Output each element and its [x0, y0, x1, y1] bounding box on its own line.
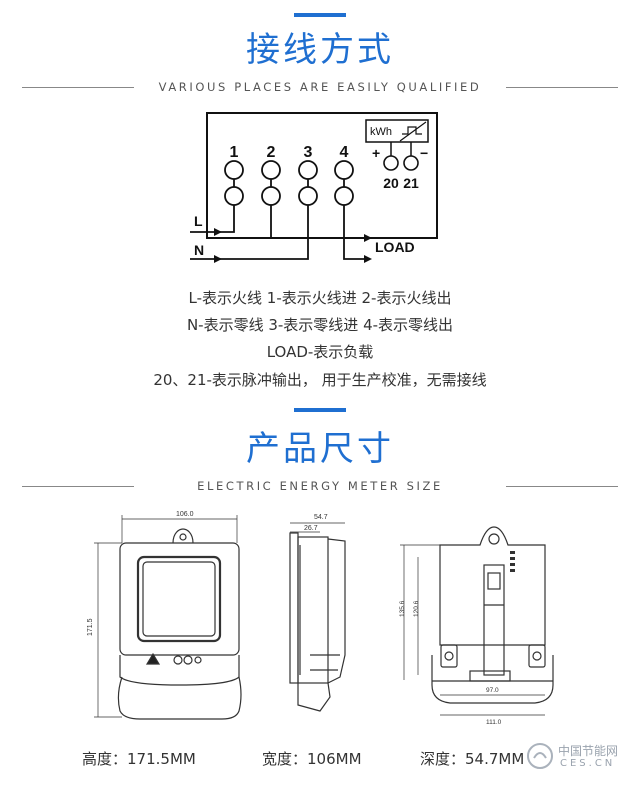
back-bottom-label: 97.0 — [486, 687, 499, 694]
section-subtitle-wiring: VARIOUS PLACES ARE EASILY QUALIFIED — [158, 80, 482, 94]
load-line-upper — [270, 205, 364, 239]
terminal-21-label: 21 — [403, 175, 419, 191]
kwh-box — [365, 119, 429, 143]
front-width-label: 106.0 — [176, 511, 194, 518]
back-view — [400, 526, 554, 716]
label-L: L — [194, 213, 203, 229]
wiring-diagram: 1 2 3 4 kWh + − 20 21 — [190, 112, 438, 263]
line-L — [190, 205, 235, 233]
desc-line-1: L-表示火线 1-表示火线进 2-表示火线出 — [188, 289, 452, 307]
side-depth-label: 54.7 — [314, 514, 328, 521]
back-width-label: 111.0 — [486, 719, 502, 726]
divider-left-2 — [22, 486, 134, 487]
terminal-3-label: 3 — [304, 144, 313, 161]
desc-line-2: N-表示零线 3-表示零线进 4-表示零线出 — [186, 316, 454, 334]
terminal-4-bottom — [334, 186, 354, 206]
top-accent-bar — [294, 13, 346, 17]
terminal-3-bottom — [298, 186, 318, 206]
section-subtitle-size: ELECTRIC ENERGY METER SIZE — [197, 479, 443, 493]
front-height-label: 171.5 — [87, 618, 94, 636]
minus-sign: − — [420, 145, 428, 161]
desc-line-4: 20、21-表示脉冲输出， 用于生产校准，无需接线 — [153, 371, 487, 389]
label-LOAD: LOAD — [375, 239, 415, 255]
divider-right — [506, 87, 618, 88]
terminal-2-bottom — [261, 186, 281, 206]
section-title-size: 产品尺寸 — [246, 429, 394, 469]
terminal-20-label: 20 — [383, 175, 399, 191]
terminal-2-top — [261, 160, 281, 180]
mid-accent-bar — [294, 408, 346, 412]
terminal-1-top — [224, 160, 244, 180]
terminal-4-top — [334, 160, 354, 180]
side-inner-label: 26.7 — [304, 525, 318, 532]
watermark-line-2: CES.CN — [560, 758, 616, 769]
back-h2-label: 120.6 — [413, 600, 420, 617]
label-N: N — [194, 242, 204, 258]
terminal-20 — [383, 155, 399, 171]
terminal-1-label: 1 — [230, 144, 239, 161]
kwh-label: kWh — [370, 126, 392, 138]
watermark-logo-icon — [527, 743, 553, 769]
watermark-line-1: 中国节能网 — [558, 744, 619, 758]
back-h1-label: 135.6 — [399, 600, 406, 617]
dimension-drawings: 106.0 171.5 54.7 26.7 — [87, 511, 554, 726]
divider-right-2 — [506, 486, 618, 487]
terminal-21 — [403, 155, 419, 171]
terminal-3-top — [298, 160, 318, 180]
width-dimension: 宽度：106MM — [262, 750, 362, 768]
height-dimension: 高度：171.5MM — [82, 750, 196, 768]
front-view — [94, 515, 242, 720]
plus-sign: + — [372, 145, 380, 161]
terminal-2-label: 2 — [267, 144, 276, 161]
terminal-1-bottom — [224, 186, 244, 206]
depth-dimension: 深度：54.7MM — [420, 750, 525, 768]
terminal-4-label: 4 — [340, 144, 349, 161]
desc-line-3: LOAD-表示负载 — [266, 343, 374, 361]
side-view — [289, 522, 346, 712]
divider-left — [22, 87, 134, 88]
line-N — [190, 205, 309, 260]
section-title-wiring: 接线方式 — [246, 30, 394, 70]
load-line-lower — [343, 205, 364, 260]
